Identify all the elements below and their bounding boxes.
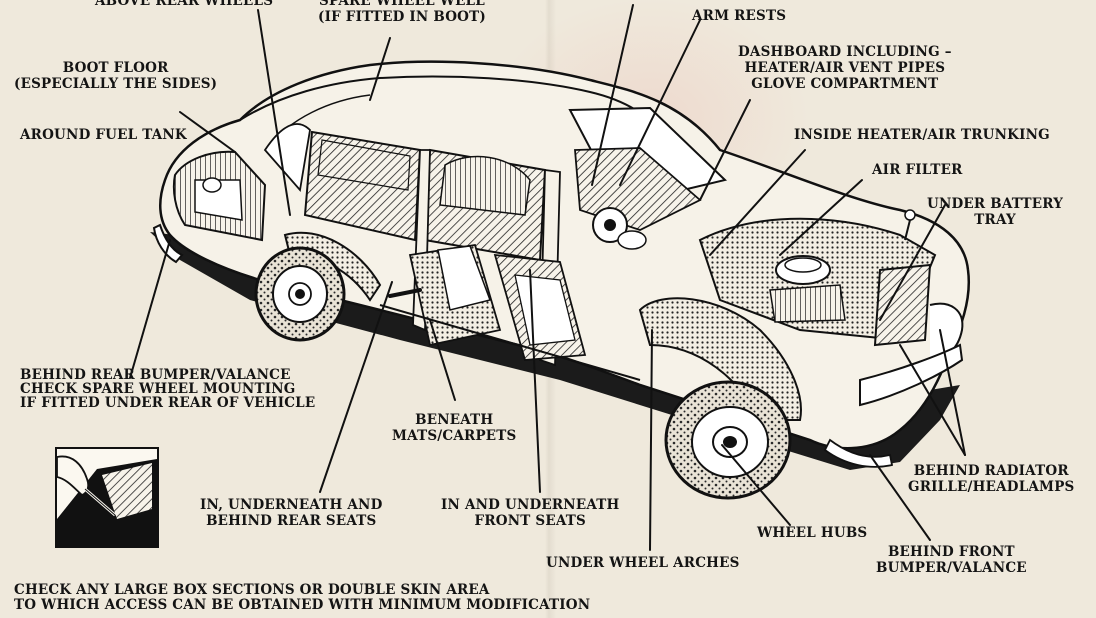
- label-air-filter: AIR FILTER: [872, 162, 963, 178]
- label-under-battery-tray: UNDER BATTERY TRAY: [927, 196, 1063, 228]
- label-inside-heater: INSIDE HEATER/AIR TRUNKING: [794, 127, 1050, 143]
- label-beneath-mats: BENEATH MATS/CARPETS: [392, 412, 516, 444]
- needle-injection-art: [57, 449, 157, 546]
- footer-note: CHECK ANY LARGE BOX SECTIONS OR DOUBLE S…: [14, 583, 590, 613]
- label-behind-front-bumper: BEHIND FRONT BUMPER/VALANCE: [876, 544, 1027, 576]
- label-dashboard: DASHBOARD INCLUDING – HEATER/AIR VENT PI…: [738, 44, 952, 92]
- label-rear-seats: IN, UNDERNEATH AND BEHIND REAR SEATS: [200, 497, 383, 529]
- leader-rear-bumper: [130, 240, 170, 378]
- label-wheel-hubs: WHEEL HUBS: [757, 525, 867, 541]
- label-behind-radiator: BEHIND RADIATOR GRILLE/HEADLAMPS: [908, 463, 1075, 495]
- needle-injection-icon: [55, 447, 159, 548]
- label-behind-rear-bumper: BEHIND REAR BUMPER/VALANCE CHECK SPARE W…: [20, 368, 315, 410]
- label-boot-floor: BOOT FLOOR (ESPECIALLY THE SIDES): [14, 60, 217, 92]
- label-front-seats: IN AND UNDERNEATH FRONT SEATS: [441, 497, 619, 529]
- label-above-rear-wheels: ABOVE REAR WHEELS: [95, 0, 273, 9]
- radiator: [875, 265, 930, 345]
- label-around-fuel-tank: AROUND FUEL TANK: [20, 127, 187, 143]
- label-under-wheel-arches: UNDER WHEEL ARCHES: [546, 555, 740, 571]
- label-arm-rests: ARM RESTS: [692, 8, 786, 24]
- label-spare-wheel-well: SPARE WHEEL WELL (IF FITTED IN BOOT): [318, 0, 486, 25]
